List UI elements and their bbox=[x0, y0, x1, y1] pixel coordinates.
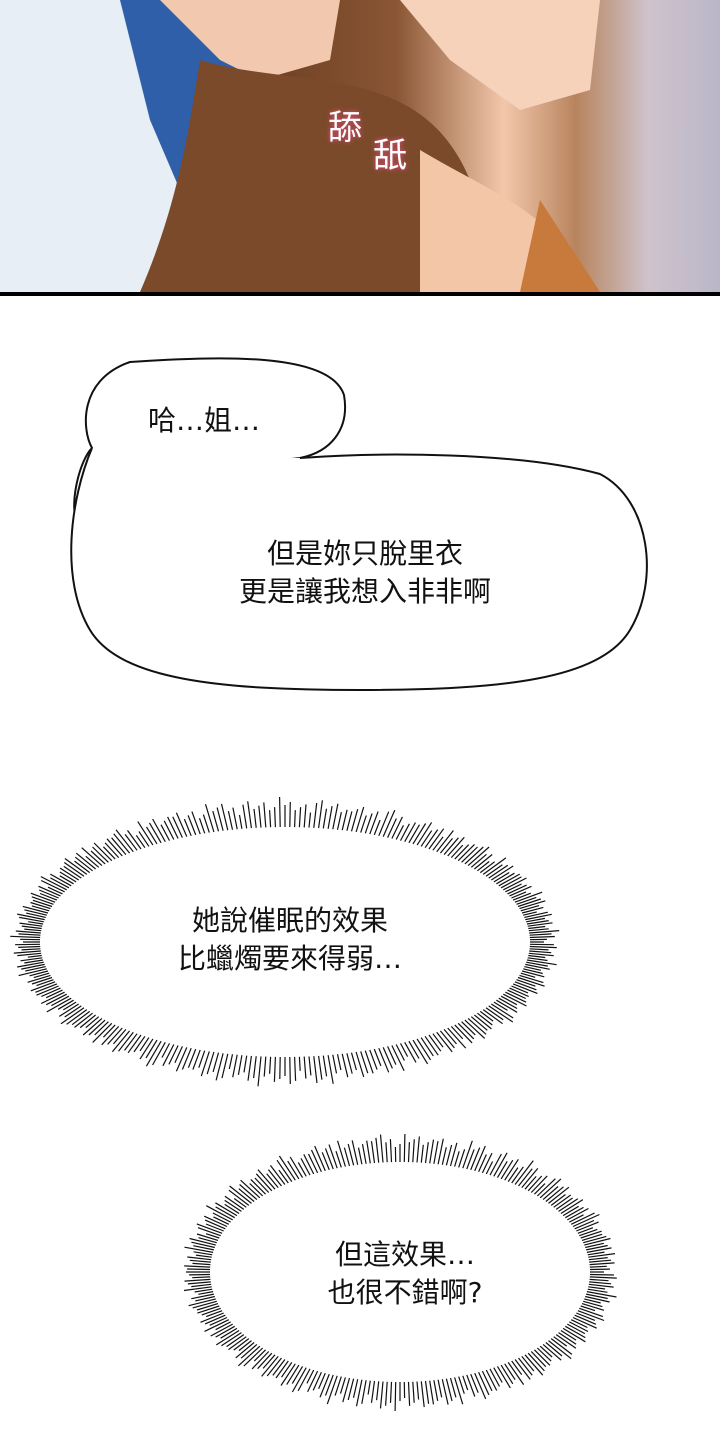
comic-panel-illustration: 舔 舐 bbox=[0, 0, 720, 292]
sound-effect-text: 舐 bbox=[373, 136, 407, 176]
sound-effect-text: 舔 bbox=[328, 108, 362, 148]
panel-border bbox=[0, 292, 720, 296]
thought-bubble-spiky-2 bbox=[183, 1133, 617, 1412]
thought-bubble-text: 但這效果…也很不錯啊? bbox=[327, 1238, 483, 1309]
speech-bubble-text: 哈…姐… bbox=[148, 404, 261, 437]
thought-bubble-text: 她說催眠的效果比蠟燭要來得弱… bbox=[177, 904, 402, 975]
spike-lines bbox=[183, 1133, 617, 1412]
spike-lines bbox=[10, 796, 560, 1087]
speech-bubble-text: 但是妳只脫里衣更是讓我想入非非啊 bbox=[238, 537, 491, 608]
panel-artwork bbox=[0, 0, 600, 292]
speech-bubble-large bbox=[70, 447, 648, 692]
thought-bubble-spiky-1 bbox=[10, 796, 560, 1087]
